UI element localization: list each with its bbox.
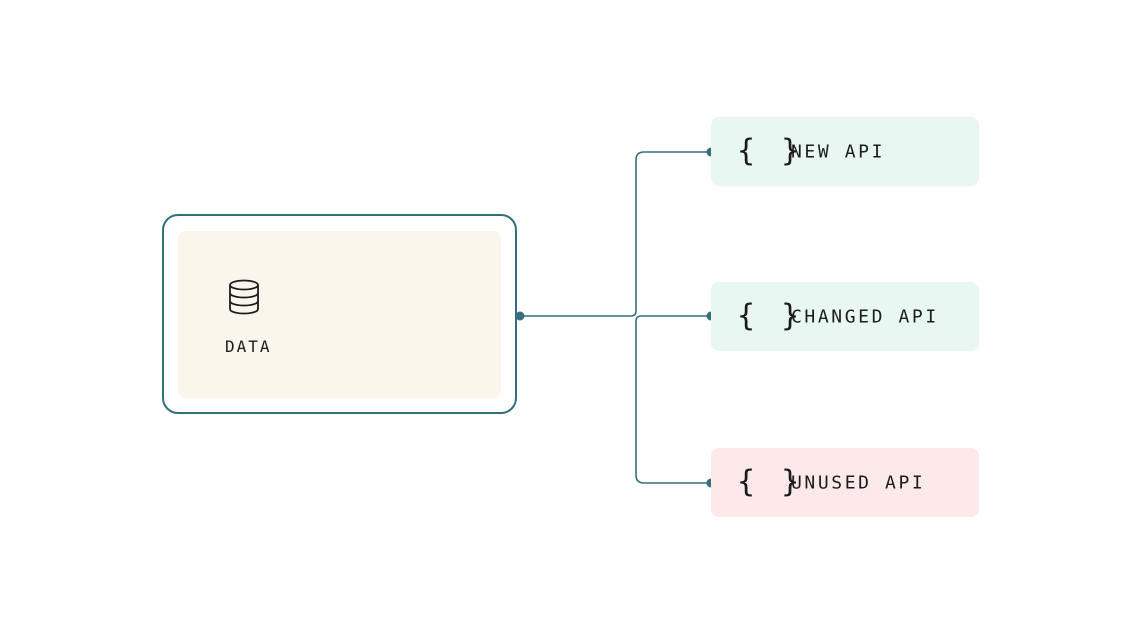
connector-unused-api [635, 321, 711, 484]
braces-icon: { } [737, 132, 804, 168]
data-node-label: DATA [225, 337, 272, 356]
data-node: DATA [162, 214, 517, 414]
braces-icon: { } [737, 297, 804, 333]
api-node-unused: { } UNUSED API [711, 448, 979, 517]
api-node-label: UNUSED API [791, 472, 926, 493]
api-node-label: CHANGED API [791, 306, 939, 327]
connector-new-api [635, 151, 711, 311]
database-icon [229, 279, 259, 315]
api-node-label: NEW API [791, 141, 886, 162]
braces-icon: { } [737, 463, 804, 499]
connector-dot-data [515, 311, 525, 321]
api-node-changed: { } CHANGED API [711, 282, 979, 351]
api-node-new: { } NEW API [711, 117, 979, 186]
data-node-panel: DATA [178, 231, 501, 398]
connector-changed-api [630, 310, 711, 322]
